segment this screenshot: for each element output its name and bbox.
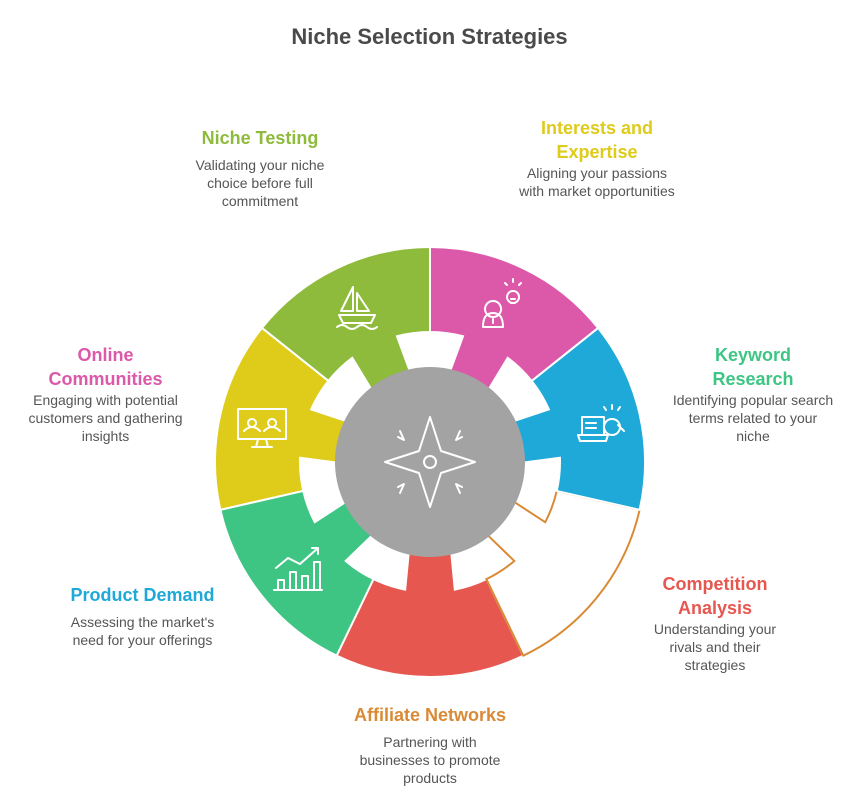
label-product-demand: Product Demand Assessing the market's ne… bbox=[55, 583, 230, 649]
segment-description: Partnering with businesses to promote pr… bbox=[359, 734, 501, 786]
label-keyword-research: Keyword Research Identifying popular sea… bbox=[668, 343, 838, 445]
segment-description: Identifying popular search terms related… bbox=[672, 392, 834, 444]
compass-icon bbox=[384, 416, 476, 508]
center-hub bbox=[335, 367, 525, 557]
segment-title: Affiliate Networks bbox=[353, 705, 507, 725]
growth-chart-icon bbox=[273, 547, 323, 591]
segment-description: Validating your niche choice before full… bbox=[195, 157, 325, 209]
segment-description: Aligning your passions with market oppor… bbox=[519, 165, 675, 199]
segment-title: Keyword Research bbox=[712, 345, 794, 389]
segment-description: Engaging with potential customers and ga… bbox=[28, 392, 183, 444]
segment-description: Assessing the market's need for your off… bbox=[70, 614, 215, 648]
video-conference-icon bbox=[237, 408, 287, 448]
label-affiliate-networks: Affiliate Networks Partnering with busin… bbox=[330, 703, 530, 787]
diagram-title: Niche Selection Strategies bbox=[291, 24, 568, 49]
segment-title: Product Demand bbox=[70, 585, 215, 605]
sailboat-icon bbox=[336, 286, 378, 330]
segment-online-communities bbox=[429, 245, 600, 391]
segment-title: Interests and Expertise bbox=[540, 118, 654, 162]
segment-description: Understanding your rivals and their stra… bbox=[653, 621, 777, 673]
segment-competition-analysis bbox=[335, 551, 525, 678]
segment-title: Online Communities bbox=[48, 345, 163, 389]
strategy-board-icon bbox=[539, 547, 585, 593]
label-competition-analysis: Competition Analysis Understanding your … bbox=[640, 572, 790, 674]
label-niche-testing: Niche Testing Validating your niche choi… bbox=[180, 126, 340, 210]
label-interests-expertise: Interests and Expertise Aligning your pa… bbox=[512, 116, 682, 200]
person-idea-icon bbox=[482, 278, 522, 328]
segment-title: Competition Analysis bbox=[662, 574, 768, 618]
label-online-communities: Online Communities Engaging with potenti… bbox=[18, 343, 193, 445]
segment-title: Niche Testing bbox=[201, 128, 319, 148]
laptop-search-icon bbox=[577, 404, 625, 442]
